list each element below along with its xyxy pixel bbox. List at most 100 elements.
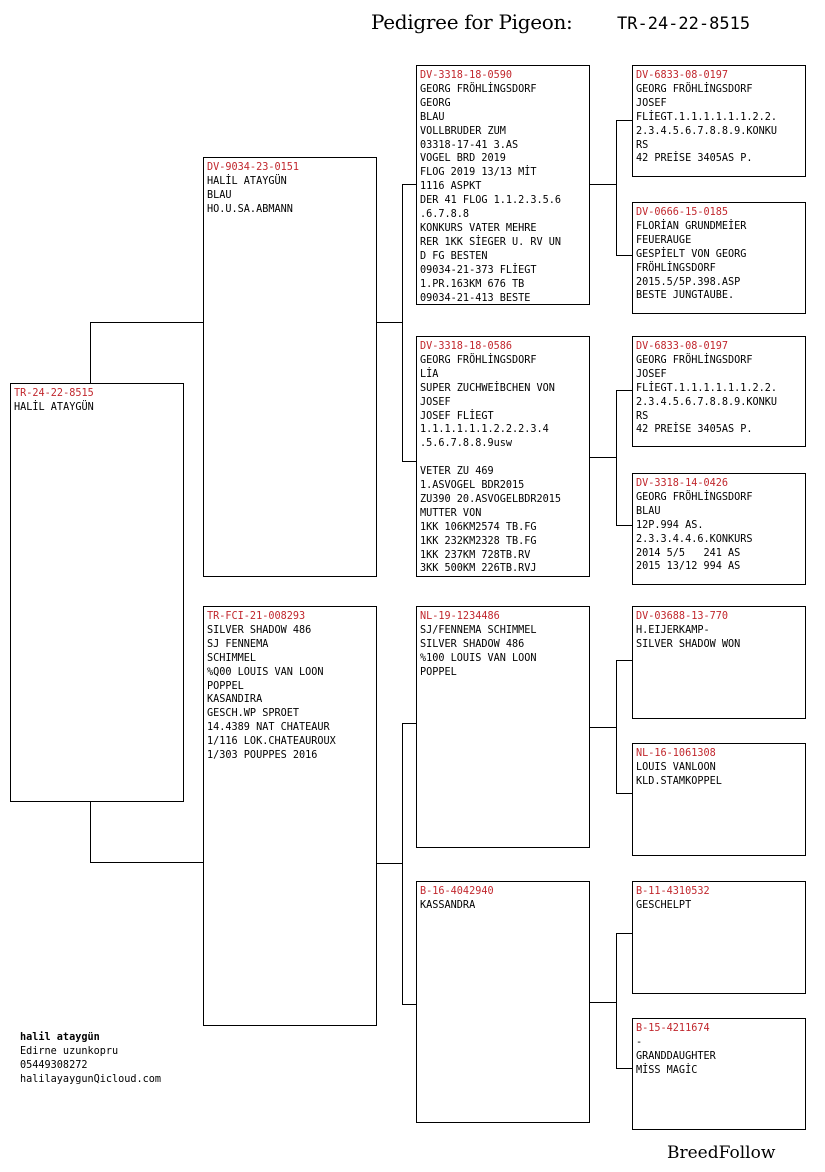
pigeon-note-line: GESCH.WP SPROET — [207, 708, 300, 720]
pigeon-note-line: 42 PREİSE 3405AS P. — [636, 424, 753, 436]
pigeon-note-line: .6.7.8.8 — [420, 209, 470, 221]
pigeon-notes: HALİL ATAYGÜN — [14, 401, 180, 415]
ring-number: DV-0666-15-0185 — [636, 207, 729, 218]
owner-phone: 05449308272 — [20, 1060, 88, 1071]
pigeon-note-line: POPPEL — [207, 680, 244, 692]
pigeon-note-line: KASANDIRA — [207, 694, 263, 706]
pigeon-note-line: D FG BESTEN — [420, 250, 488, 262]
pigeon-note-line: 1.ASVOGEL BDR2015 — [420, 480, 525, 492]
owner-email: halilayaygunQicloud.com — [20, 1074, 162, 1085]
connector-gen3-dd — [616, 933, 633, 1069]
pigeon-card-dam-dam[interactable]: B-16-4042940 KASSANDRA — [416, 881, 590, 1123]
pigeon-note-line: %100 LOUIS VAN LOON — [420, 652, 537, 664]
pigeon-note-line: 1.1.1.1.1.1.2.2.2.3.4 — [420, 424, 549, 436]
pigeon-note-line: 1KK 106KM2574 TB.FG — [420, 521, 537, 533]
pigeon-note-line: FRÖHLİNGSDORF — [636, 262, 716, 274]
pigeon-note-line: LİA — [420, 368, 439, 380]
pigeon-notes: GESCHELPT — [636, 899, 802, 913]
pigeon-note-line: KASSANDRA — [420, 899, 476, 911]
pigeon-note-line: 1/116 LOK.CHATEAUROUX — [207, 736, 336, 748]
ring-number: TR-FCI-21-008293 — [207, 611, 306, 622]
ring-number: DV-6833-08-0197 — [636, 341, 729, 352]
pigeon-card-dd-sire[interactable]: B-11-4310532 GESCHELPT — [632, 881, 806, 994]
pigeon-note-line: FLİEGT.1.1.1.1.1.1.2.2. — [636, 382, 778, 394]
pigeon-note-line: SILVER SHADOW WON — [636, 638, 741, 650]
pigeon-note-line: VOLLBRUDER ZUM — [420, 125, 506, 137]
pigeon-note-line: VOGEL BRD 2019 — [420, 153, 506, 165]
pigeon-note-line: FLOG 2019 13/13 MİT — [420, 167, 537, 179]
brand-logo-text: BreedFollow — [667, 1143, 776, 1163]
connector-stub — [589, 184, 616, 185]
pigeon-note-line: SILVER SHADOW 486 — [207, 624, 312, 636]
pigeon-card-ss-dam[interactable]: DV-0666-15-0185 FLORİAN GRUNDMEİER FEUERA… — [632, 202, 806, 314]
pigeon-note-line: 03318-17-41 3.AS — [420, 139, 519, 151]
pigeon-note-line: FLORİAN GRUNDMEİER — [636, 220, 747, 232]
pigeon-note-line: 3KK 500KM 226TB.RVJ — [420, 563, 537, 575]
pigeon-note-line: GEORG FRÖHLİNGSDORF — [636, 83, 753, 95]
pigeon-note-line: KLD.STAMKOPPEL — [636, 775, 722, 787]
pigeon-card-ds-sire[interactable]: DV-03688-13-770 H.EIJERKAMP-SILVER SHADO… — [632, 606, 806, 719]
connector-gen3-sd — [616, 390, 633, 526]
connector-gen3-ss — [616, 120, 633, 256]
pigeon-notes: SJ/FENNEMA SCHIMMEL SILVER SHADOW 486 %100… — [420, 624, 586, 680]
pigeon-notes: H.EIJERKAMP-SILVER SHADOW WON — [636, 624, 802, 652]
pigeon-note-line: SUPER ZUCHWEİBCHEN VON — [420, 382, 555, 394]
ring-number: TR-24-22-8515 — [14, 388, 94, 399]
pigeon-note-line: GEORG FRÖHLİNGSDORF — [420, 354, 537, 366]
pigeon-card-subject[interactable]: TR-24-22-8515 HALİL ATAYGÜN — [10, 383, 184, 802]
ring-number: DV-6833-08-0197 — [636, 70, 729, 81]
pigeon-note-line: GESPİELT VON GEORG — [636, 248, 747, 260]
owner-city: Edirne uzunkopru — [20, 1046, 119, 1057]
owner-name: halil ataygün — [20, 1032, 100, 1043]
page-title: Pedigree for Pigeon: — [371, 10, 573, 34]
pigeon-note-line: - — [636, 1036, 643, 1048]
pigeon-note-line: 09034-21-373 FLİEGT — [420, 264, 537, 276]
connector-stub — [589, 1002, 616, 1003]
pigeon-note-line: BLAU — [207, 189, 232, 201]
pigeon-note-line: .5.6.7.8.8.9usw — [420, 438, 513, 450]
pigeon-note-line: HALİL ATAYGÜN — [14, 401, 94, 413]
ring-number: DV-3318-14-0426 — [636, 478, 729, 489]
pigeon-note-line: VETER ZU 469 — [420, 466, 494, 478]
pigeon-notes: GEORG FRÖHLİNGSDORF JOSEF FLİEGT.1.1.1.1.1… — [636, 354, 802, 437]
ring-number: B-16-4042940 — [420, 886, 494, 897]
pigeon-note-line: FEUERAUGE — [636, 234, 692, 246]
pigeon-note-line: RS — [636, 410, 649, 422]
pigeon-notes: KASSANDRA — [420, 899, 586, 913]
pigeon-note-line: 2.3.4.5.6.7.8.8.9.KONKU — [636, 125, 778, 137]
pigeon-note-line: JOSEF — [636, 368, 667, 380]
pigeon-note-line: SILVER SHADOW 486 — [420, 638, 525, 650]
pigeon-note-line: 2.3.3.4.4.6.KONKURS — [636, 533, 753, 545]
pigeon-note-line: 1KK 237KM 728TB.RV — [420, 549, 531, 561]
connector-gen2-dam — [402, 723, 417, 1005]
connector-stub — [589, 727, 616, 728]
pigeon-card-sd-sire[interactable]: DV-6833-08-0197 GEORG FRÖHLİNGSDORF JOSEF… — [632, 336, 806, 447]
pigeon-note-line: ZU390 20.ASVOGELBDR2015 — [420, 493, 562, 505]
pigeon-note-line: MUTTER VON — [420, 507, 482, 519]
connector-stub — [376, 863, 402, 864]
owner-contact: halil ataygün Edirne uzunkopru 054493082… — [20, 1031, 161, 1087]
pigeon-note-line: GEORG FRÖHLİNGSDORF — [636, 354, 753, 366]
pigeon-note-line: SJ/FENNEMA SCHIMMEL — [420, 624, 537, 636]
connector-gen2-sire — [402, 184, 417, 462]
pigeon-note-line: BLAU — [636, 505, 661, 517]
pigeon-note-line: 1.PR.163KM 676 TB — [420, 278, 525, 290]
pigeon-note-line: 2015.5/5P.398.ASP — [636, 276, 741, 288]
ring-number: DV-3318-18-0590 — [420, 70, 513, 81]
connector-stub — [589, 457, 616, 458]
